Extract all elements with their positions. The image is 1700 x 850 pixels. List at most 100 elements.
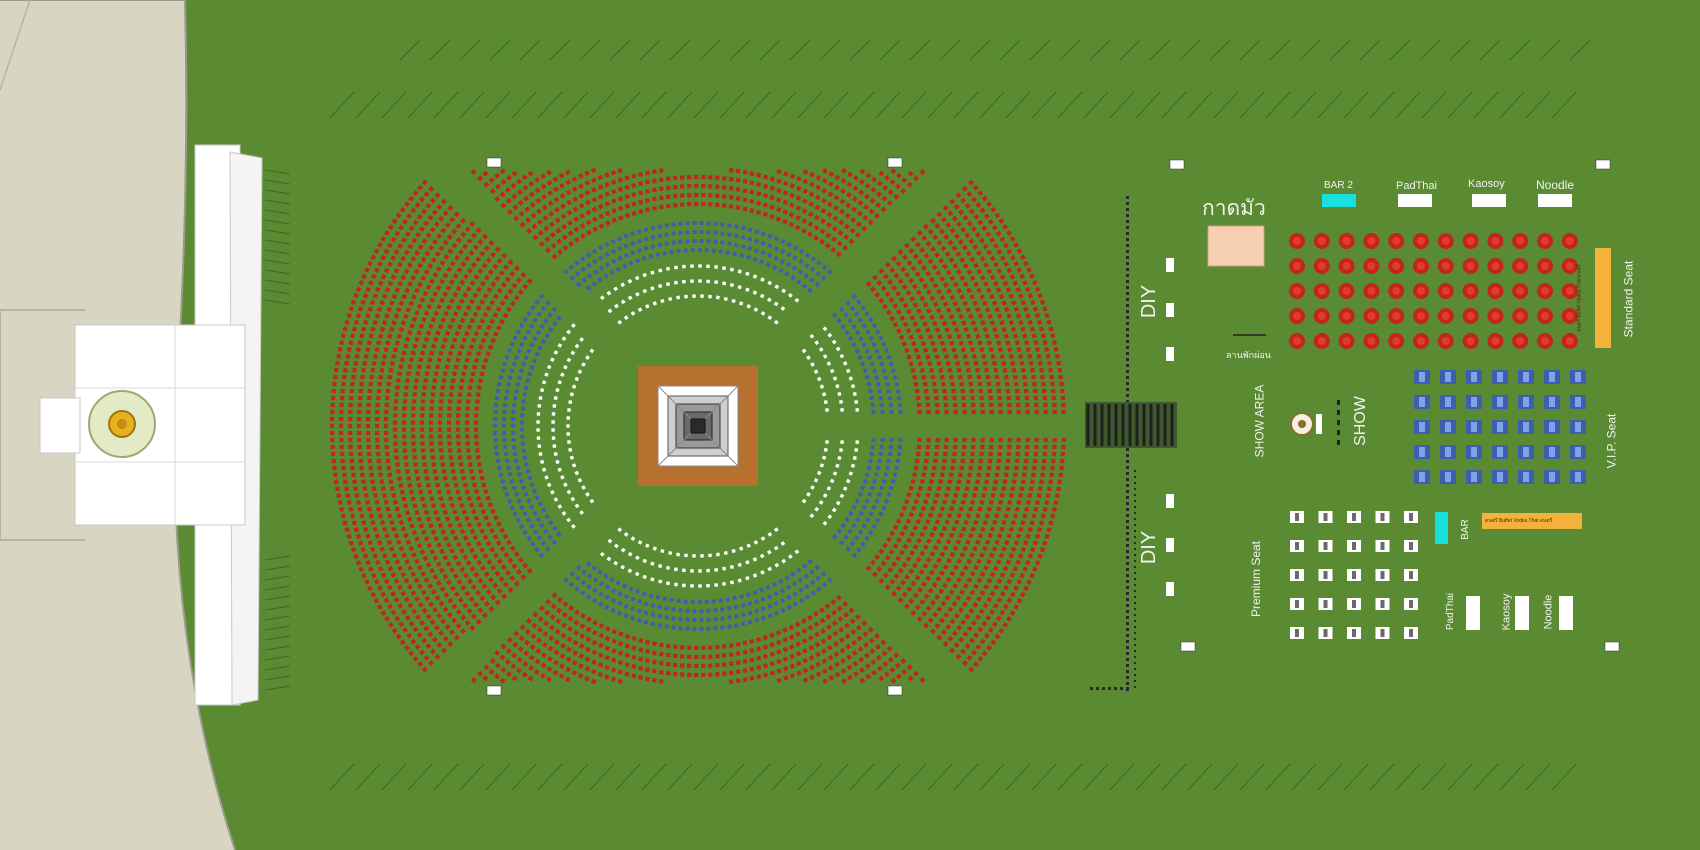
seat [861,620,868,627]
seat [462,482,468,488]
seat [562,244,569,251]
seat [548,635,555,642]
seat [958,374,963,380]
seat [884,584,891,591]
seat [733,613,739,619]
seat [366,402,371,408]
seat [433,371,439,377]
seat [678,221,683,226]
seat [833,641,839,647]
seat [526,228,532,234]
seat [604,655,610,661]
seat [538,240,545,247]
seat [749,666,755,672]
seat [909,296,916,302]
seat [587,273,593,279]
seat [496,325,502,331]
seat [732,595,738,601]
seat [855,440,860,444]
seat [499,318,505,325]
seat [570,350,576,356]
seat [1061,409,1066,415]
seat [385,395,390,401]
seat [740,234,746,240]
seat [708,193,713,198]
seat [735,641,741,647]
seat [894,381,900,387]
seat [638,647,644,653]
seat [540,459,545,464]
seat [441,468,447,474]
seat [802,648,808,654]
seat [566,329,571,335]
seat [767,280,772,286]
seat [831,225,838,232]
seat [892,543,899,549]
seat [1031,472,1036,478]
seat [778,578,784,585]
seat [774,562,780,568]
seat [411,441,416,446]
seat [551,306,558,313]
grass-texture [329,39,1591,791]
seat [815,270,822,277]
seat [599,551,605,557]
seat [357,437,362,443]
seat [891,284,898,291]
seat [636,247,643,254]
seat [721,176,727,181]
seat [752,256,758,263]
seat [492,534,499,540]
seat [739,594,745,599]
seat [752,557,758,562]
seat [890,478,896,484]
seat [728,652,734,657]
seat [988,451,993,457]
seat [561,223,568,230]
seat [388,367,394,373]
seat [810,590,817,596]
seat [1060,451,1066,457]
seat [399,357,405,363]
seat [1059,465,1064,471]
seat [473,331,480,337]
seat [506,381,511,387]
seat [871,409,876,415]
seat [566,357,572,363]
seat [495,388,501,394]
seat [886,458,892,464]
seat [470,371,476,377]
seat [874,375,879,381]
seat [522,316,528,323]
seat [942,458,947,464]
seat [561,511,567,516]
seat [469,547,475,554]
seat [665,203,671,209]
seat [706,583,710,588]
seat [930,472,936,478]
seat [742,649,748,655]
seat [1025,437,1030,443]
seat [833,205,839,211]
seat [672,644,678,650]
seat [566,209,573,216]
seat [1060,388,1065,394]
seat [339,451,345,457]
seat [817,376,822,382]
seat [527,371,533,377]
seat [643,619,649,625]
seat [339,437,344,443]
seat [599,295,605,301]
seat [923,388,929,394]
seat [375,402,380,408]
seat [507,472,513,477]
seat [630,615,636,621]
seat [789,183,796,189]
seat [1015,395,1021,401]
seat [522,562,529,569]
padthai-stall [1466,596,1480,630]
seat [416,482,422,488]
seat [806,492,811,497]
seat [665,565,671,570]
seat [1056,360,1062,366]
